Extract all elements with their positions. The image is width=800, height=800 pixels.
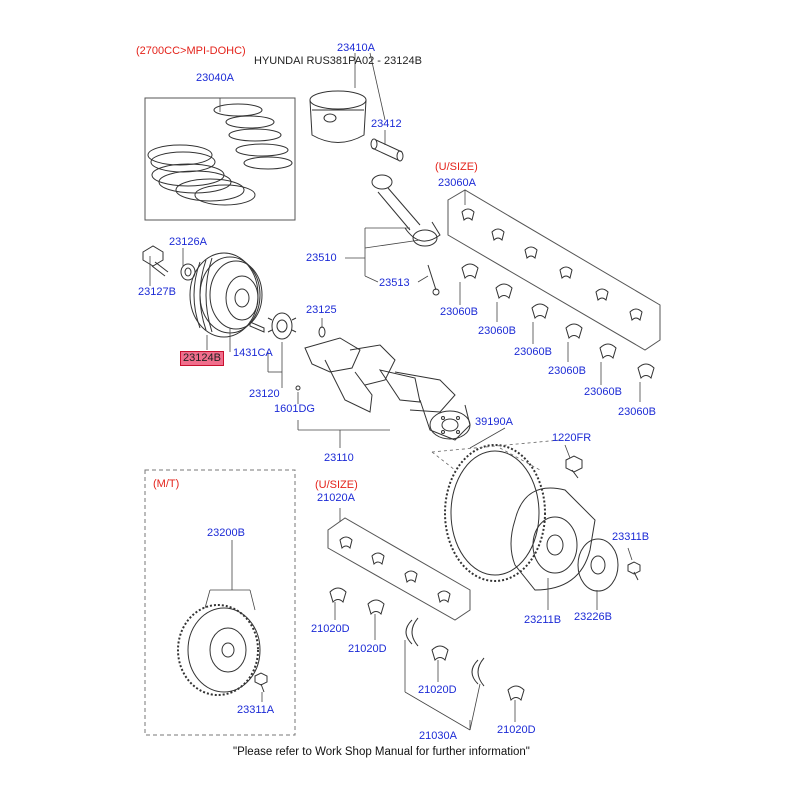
part-23127B-label[interactable]: 23127B (138, 286, 176, 298)
part-23513-label[interactable]: 23513 (379, 277, 410, 289)
piston-23410A[interactable] (309, 90, 367, 143)
bolt-23311A[interactable] (254, 672, 268, 693)
flywheel-23200B[interactable] (177, 604, 261, 696)
part-23125-label[interactable]: 23125 (306, 304, 337, 316)
part-21020D-label-3[interactable]: 21020D (418, 684, 457, 696)
adapter-plate-23226B[interactable] (577, 538, 619, 592)
thrust-bearing-set-21020A[interactable] (327, 517, 471, 621)
drive-plate-23211B[interactable] (510, 487, 596, 591)
part-21020D-label-1[interactable]: 21020D (311, 623, 350, 635)
part-1431CA-label[interactable]: 1431CA (233, 347, 273, 359)
part-21020D-label-4[interactable]: 21020D (497, 724, 536, 736)
pulley-bolt-23127B[interactable] (142, 245, 169, 277)
thrust-washers-21030A[interactable] (405, 617, 485, 687)
part-23126A-label[interactable]: 23126A (169, 236, 207, 248)
engine-note: (2700CC>MPI-DOHC) (136, 45, 246, 57)
connecting-rod-23510[interactable] (371, 174, 441, 247)
part-21020A-label[interactable]: 21020A (317, 492, 355, 504)
part-23510-label[interactable]: 23510 (306, 252, 337, 264)
bolt-1220FR[interactable] (565, 455, 583, 479)
part-23060B-label-2[interactable]: 23060B (478, 325, 516, 337)
mt-flywheel-box (144, 469, 296, 736)
usize-bottom-note: (U/SIZE) (315, 479, 358, 491)
main-bearings-23060B[interactable] (461, 263, 655, 379)
part-1601DG-label[interactable]: 1601DG (274, 403, 315, 415)
part-23040A-label[interactable]: 23040A (196, 72, 234, 84)
key-1431CA[interactable] (249, 321, 265, 333)
part-23060B-label-3[interactable]: 23060B (514, 346, 552, 358)
part-23060B-label-1[interactable]: 23060B (440, 306, 478, 318)
footer-note: "Please refer to Work Shop Manual for fu… (233, 746, 530, 758)
part-23211B-label[interactable]: 23211B (524, 614, 562, 626)
crankshaft-pulley-23124B[interactable] (189, 252, 263, 338)
thrust-bearings-21020D[interactable] (329, 587, 525, 701)
part-23124B-label-highlighted[interactable]: 23124B (180, 351, 224, 366)
part-23060B-label-5[interactable]: 23060B (584, 386, 622, 398)
part-23060B-label-6[interactable]: 23060B (618, 406, 656, 418)
dashed-guides (431, 439, 561, 471)
bolt-23311B[interactable] (627, 561, 641, 581)
piston-ring-set-23040A[interactable] (144, 97, 296, 221)
part-1220FR-label[interactable]: 1220FR (552, 432, 592, 444)
model-code: HYUNDAI RUS381PA02 - 23124B (254, 55, 422, 67)
usize-top-note: (U/SIZE) (435, 161, 478, 173)
con-rod-bolt-23513[interactable] (427, 264, 440, 296)
part-23110-label[interactable]: 23110 (324, 452, 354, 464)
pin-23125[interactable] (318, 326, 326, 338)
mt-note: (M/T) (153, 478, 180, 490)
crank-sprocket-23120[interactable] (267, 312, 297, 340)
part-21030A-label[interactable]: 21030A (419, 730, 457, 742)
part-39190A-label[interactable]: 39190A (475, 416, 513, 428)
part-23060A-label[interactable]: 23060A (438, 177, 476, 189)
part-21020D-label-2[interactable]: 21020D (348, 643, 387, 655)
part-23226B-label[interactable]: 23226B (574, 611, 612, 623)
part-23060B-label-4[interactable]: 23060B (548, 365, 586, 377)
dowel-1601DG[interactable] (295, 385, 301, 391)
part-23311B-label[interactable]: 23311B (612, 531, 650, 543)
part-23410A-label[interactable]: 23410A (337, 42, 375, 54)
piston-pin-23412[interactable] (370, 138, 404, 162)
ring-gear-39190A[interactable] (444, 444, 546, 582)
part-23311A-label[interactable]: 23311A (237, 704, 275, 716)
crankshaft-23110[interactable] (304, 337, 471, 441)
leader-lines (149, 52, 641, 731)
part-23412-label[interactable]: 23412 (371, 118, 402, 130)
part-23200B-label[interactable]: 23200B (207, 527, 245, 539)
part-23120-label[interactable]: 23120 (249, 388, 280, 400)
